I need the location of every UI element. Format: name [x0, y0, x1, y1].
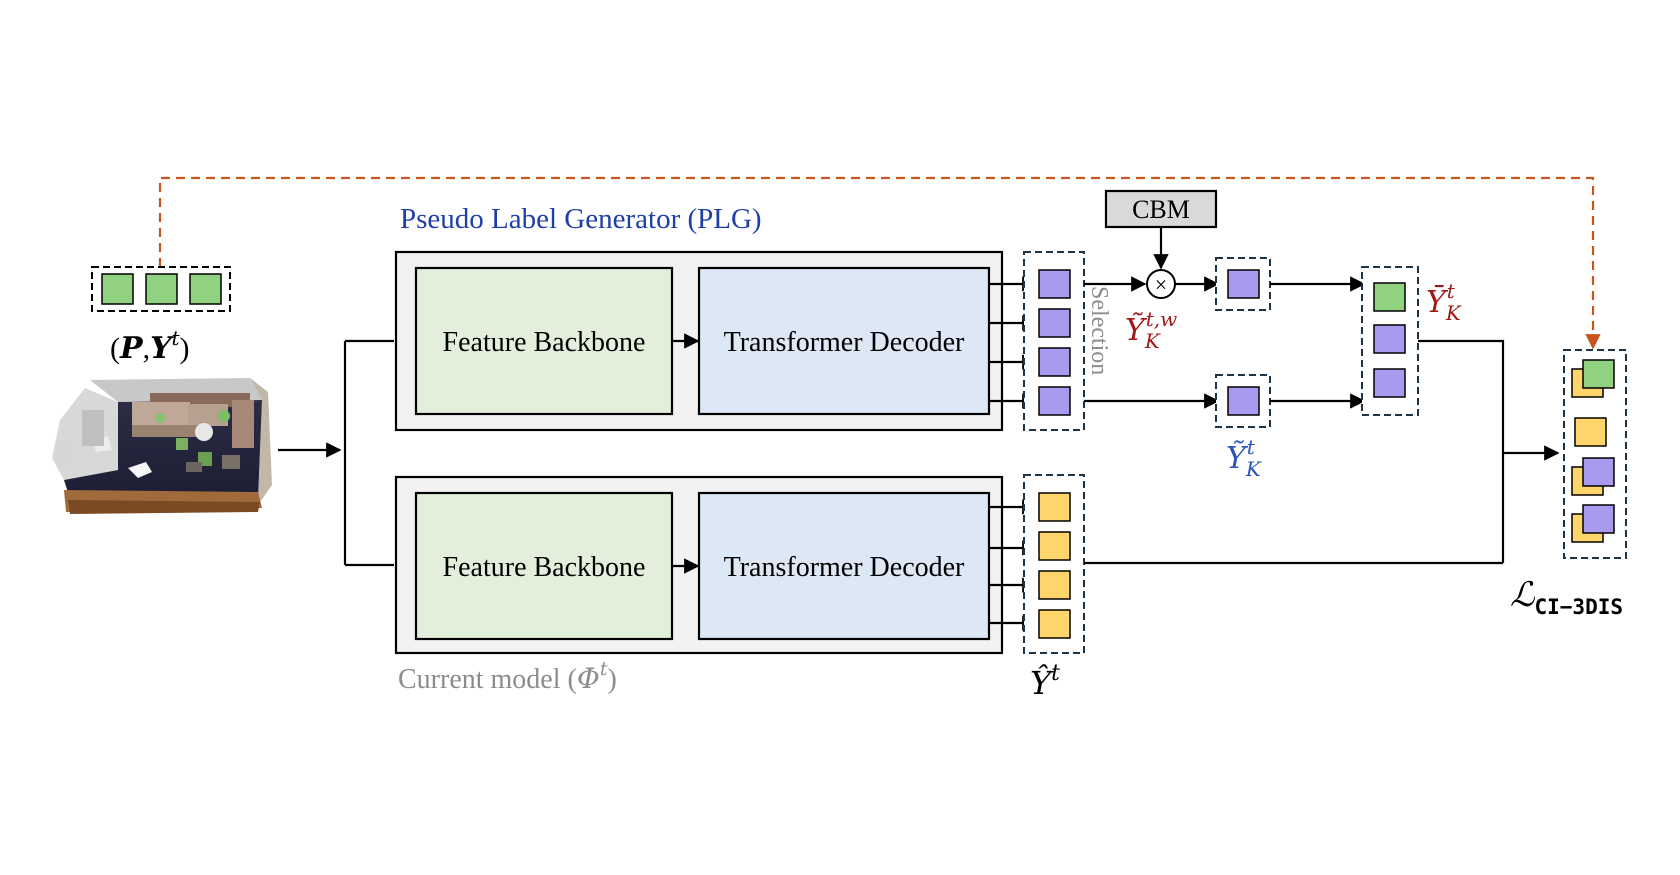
loss-matching-box	[1563, 349, 1627, 559]
plg-output-queries	[1023, 251, 1085, 431]
merged-to-loss-line	[1418, 339, 1505, 563]
plg-feature-backbone	[414, 266, 674, 416]
plg-feature-backbone-label: Feature Backbone	[443, 327, 646, 358]
current-output-queries	[1023, 474, 1085, 654]
current-transformer-decoder	[697, 491, 991, 641]
selection-label: Selection	[1086, 286, 1112, 375]
point-cloud-scene	[52, 378, 272, 514]
current-feature-backbone	[414, 491, 674, 641]
label-y-hat-t: Ŷt	[1030, 661, 1060, 702]
multiply-symbol: ×	[1155, 272, 1167, 297]
cbm-block	[1104, 189, 1218, 229]
plg-transformer-decoder	[697, 266, 991, 416]
gt-feedback-line	[158, 176, 1601, 350]
label-y-bar-k-t: ȲKt	[1426, 279, 1462, 325]
cbm-label: CBM	[1132, 195, 1190, 224]
label-y-tilde-k-tw: ỸKt,w	[1125, 307, 1177, 353]
plg-transformer-decoder-label: Transformer Decoder	[724, 327, 965, 358]
label-y-tilde-k-t: ỸKt	[1226, 435, 1262, 481]
plg-title: Pseudo Label Generator (PLG)	[400, 203, 762, 235]
loss-label: ℒCI−3DIS	[1510, 575, 1623, 619]
input-gt-boxes	[91, 266, 231, 312]
input-label: (P,Yt)	[110, 326, 190, 366]
merged-pseudo-labels	[1361, 266, 1419, 416]
current-transformer-decoder-label: Transformer Decoder	[724, 552, 965, 583]
topk-query-box	[1215, 374, 1271, 428]
current-model-label: Current model (Φt)	[398, 658, 617, 695]
current-feature-backbone-label: Feature Backbone	[443, 552, 646, 583]
weighted-query-box	[1215, 257, 1271, 311]
